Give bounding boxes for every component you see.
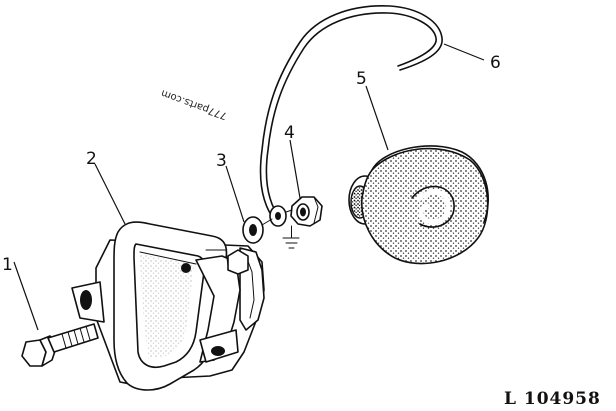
watermark-text: 777parts.com [160, 87, 229, 121]
wire-part [259, 5, 443, 249]
washer-part [242, 205, 293, 244]
callout-2: 2 [86, 149, 97, 169]
callout-4: 4 [284, 123, 295, 143]
cover-cap-part [348, 145, 489, 265]
callout-5: 5 [356, 69, 367, 89]
callout-6: 6 [490, 53, 501, 73]
bolt-part [21, 323, 99, 367]
leader-lines [13, 43, 485, 331]
callout-1: 1 [2, 255, 13, 275]
callout-3: 3 [216, 151, 227, 171]
nut-part [290, 196, 323, 227]
figure-reference: L 104958 [504, 389, 601, 409]
socket-housing-part [71, 221, 265, 391]
watermark: 777parts.com [160, 87, 229, 121]
